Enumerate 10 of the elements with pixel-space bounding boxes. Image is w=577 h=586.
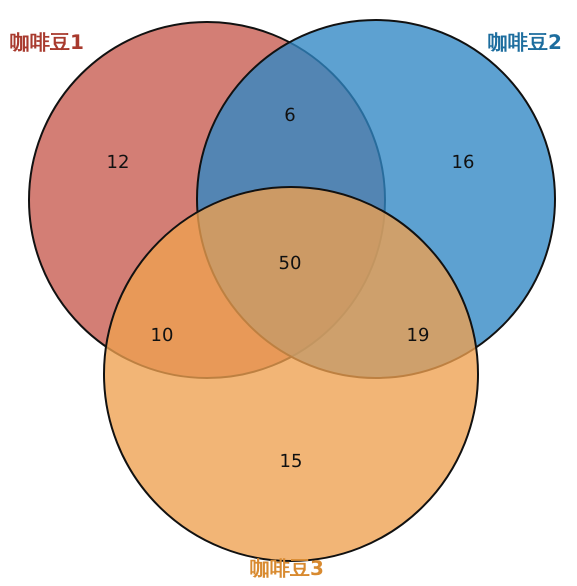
- region-count: 15: [280, 452, 302, 472]
- region-count: 19: [406, 326, 430, 346]
- set-label: 咖啡豆3: [250, 556, 324, 580]
- region-count: 6: [284, 106, 296, 126]
- region-count: 50: [278, 254, 302, 274]
- region-count: 12: [106, 153, 130, 173]
- region-count: 10: [150, 326, 174, 346]
- region-count: 16: [452, 153, 474, 173]
- set-label: 咖啡豆1: [10, 30, 84, 54]
- set-label: 咖啡豆2: [488, 30, 562, 54]
